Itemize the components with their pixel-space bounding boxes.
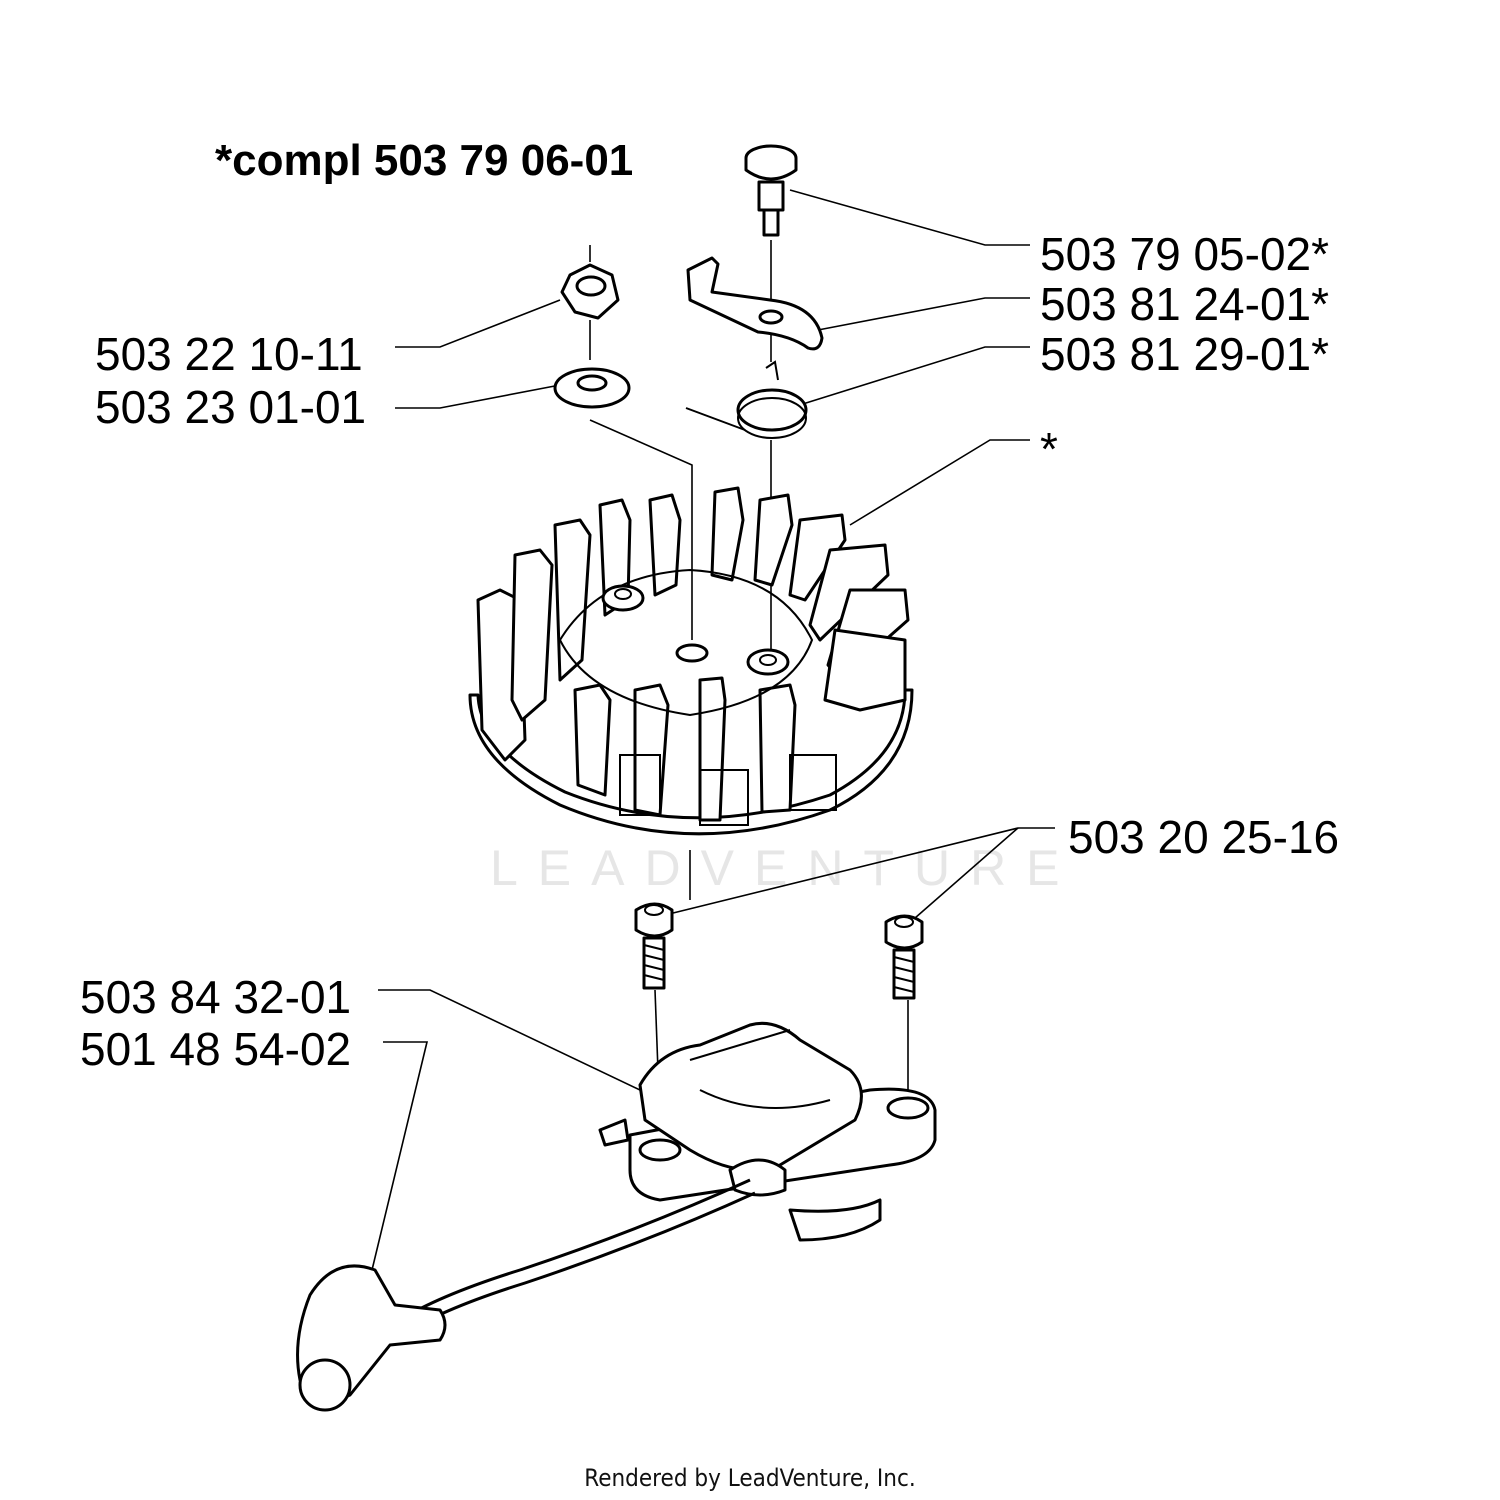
assembly-title: *compl 503 79 06-01 bbox=[215, 136, 633, 185]
screw-left-part bbox=[634, 902, 674, 990]
nut-part bbox=[560, 263, 620, 320]
leader-lines bbox=[371, 189, 1055, 1271]
spark-plug-cap-part bbox=[296, 1178, 756, 1412]
flywheel-part bbox=[468, 486, 914, 836]
label-pawl: 503 81 24-01* bbox=[1040, 278, 1329, 330]
watermark-text: LEADVENTURE bbox=[490, 840, 1080, 896]
label-ignition-module: 503 84 32-01 bbox=[80, 971, 351, 1023]
pawl-part bbox=[686, 256, 824, 351]
label-spark-plug-cap: 501 48 54-02 bbox=[80, 1023, 351, 1075]
label-pin: 503 79 05-02* bbox=[1040, 228, 1329, 280]
label-nut: 503 22 10-11 bbox=[95, 328, 363, 380]
screw-right-part bbox=[884, 914, 924, 1000]
spring-part bbox=[685, 360, 808, 439]
label-washer: 503 23 01-01 bbox=[95, 381, 366, 433]
label-screws: 503 20 25-16 bbox=[1068, 811, 1339, 863]
pin-part bbox=[744, 144, 798, 237]
label-spring: 503 81 29-01* bbox=[1040, 328, 1329, 380]
ignition-module-part bbox=[598, 1021, 937, 1242]
washer-part bbox=[553, 367, 631, 409]
footer-credit: Rendered by LeadVenture, Inc. bbox=[584, 1464, 915, 1492]
label-flywheel: * bbox=[1040, 423, 1058, 475]
